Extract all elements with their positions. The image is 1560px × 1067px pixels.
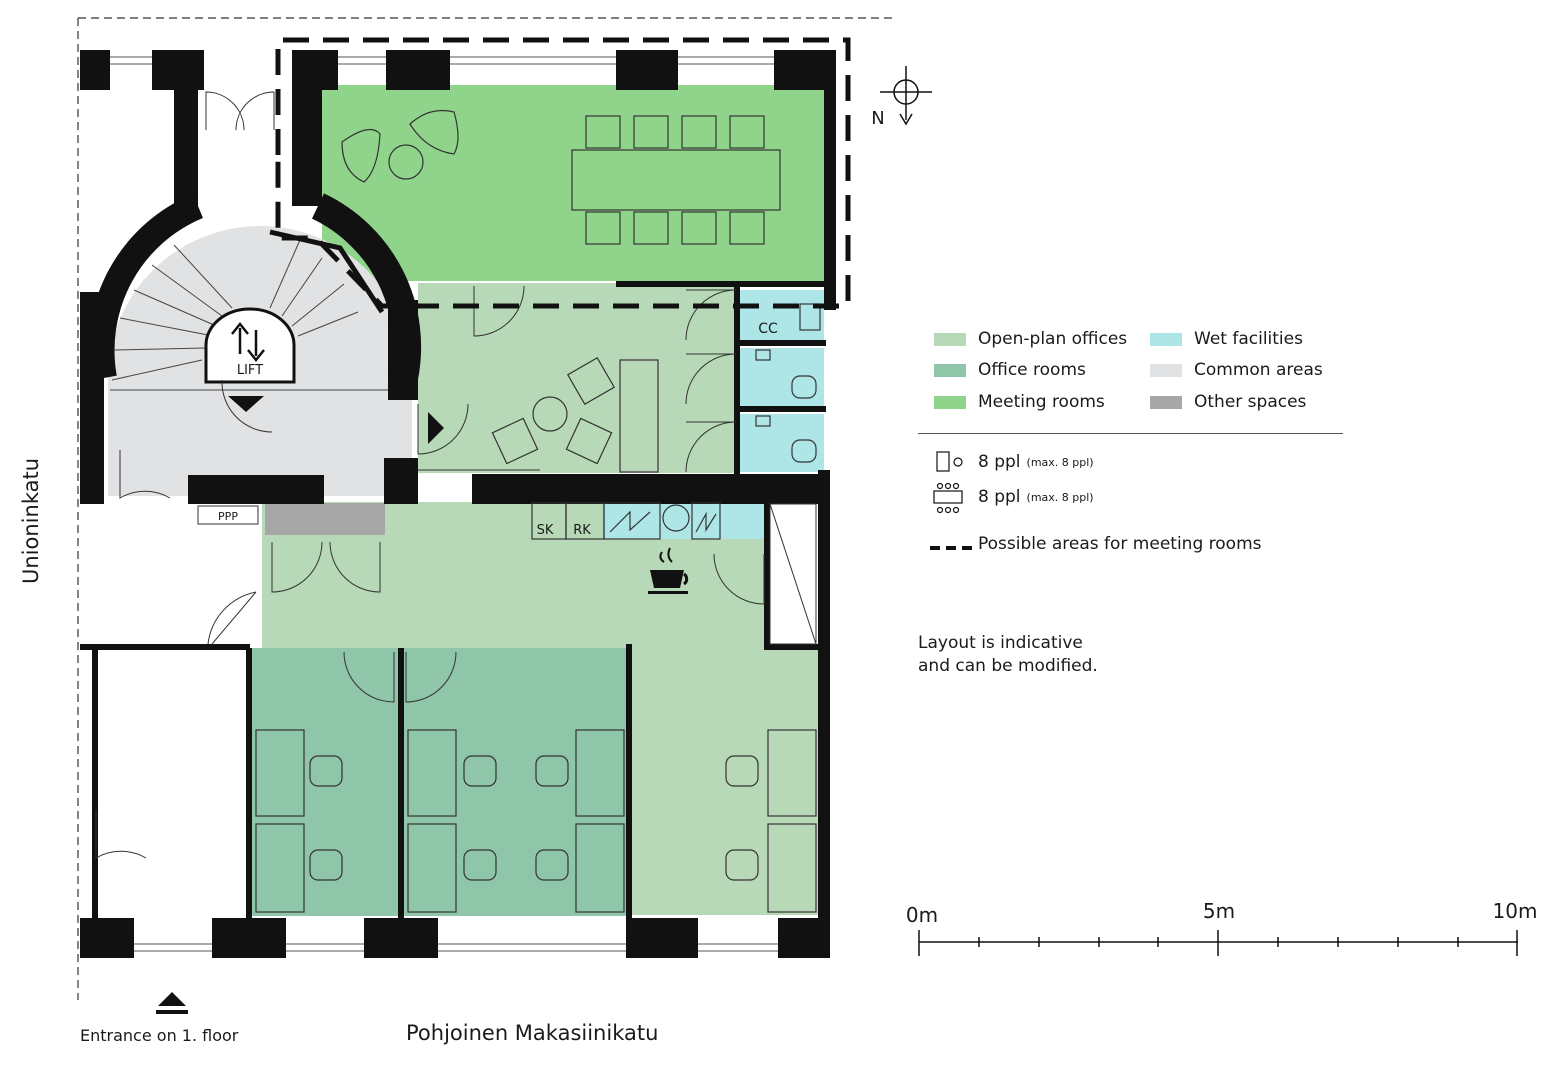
legend-swatch [934,363,966,377]
wc-1 [738,348,824,406]
legend-item-meeting: Meeting rooms [934,391,1105,413]
open-plan-area-upper [418,283,736,473]
capacity-text: 8 ppl [978,487,1021,507]
scale-bar [918,930,1518,956]
note-line-1: Layout is indicative [918,633,1083,653]
meeting-room-area [322,85,825,281]
desks [255,729,817,913]
legend-label: Wet facilities [1194,329,1303,349]
cc-room [738,290,824,340]
possible-meeting-area-outline [275,37,851,309]
wc-fixtures [755,303,821,463]
office-room-1 [252,648,398,916]
legend-divider [918,433,1343,434]
office-chairs [309,755,759,881]
cc-label: CC [758,321,778,337]
sk-label: SK [537,523,554,538]
capacity-icon-2 [933,482,963,514]
capacity-row-1: 8 ppl (max. 8 ppl) [978,452,1094,472]
legend-label: Common areas [1194,360,1323,380]
rk-label: RK [573,523,591,538]
stair-wall-left-arch [88,193,204,381]
entrance-arrow-icon [158,992,186,1006]
ppp-box [197,505,259,525]
entrance-bar-icon [156,1010,188,1014]
note-line-2: and can be modified. [918,656,1098,676]
capacity-icon-1 [936,451,950,472]
legend-item-wet: Wet facilities [1150,328,1303,350]
capacity-sub: (max. 8 ppl) [1026,455,1094,469]
meeting-areas-row: Possible areas for meeting rooms [978,534,1261,554]
stair-wall-right-arch [311,193,422,381]
spiral-stair [110,239,388,391]
coffee-cup-icon [648,547,689,594]
capacity-text: 8 ppl [978,452,1021,472]
scale-label-10: 10m [1493,899,1538,923]
legend-swatch [1150,332,1182,346]
kitchen-fixtures [531,502,721,540]
wc-2 [738,414,824,472]
entry-arrow-icon [428,412,444,444]
legend-swatch [1150,395,1182,409]
lift-label: LIFT [237,363,263,378]
entrance-label: Entrance on 1. floor [80,1026,239,1045]
walls [80,50,836,958]
open-plan-area-lower [262,502,818,915]
capacity-row-2: 8 ppl (max. 8 ppl) [978,487,1094,507]
kitchenette [604,503,764,539]
street-left-label: Unioninkatu [19,458,43,584]
street-bottom-label: Pohjoinen Makasiinikatu [406,1021,659,1045]
lift-shaft [204,307,296,384]
legend-item-office-rooms: Office rooms [934,359,1086,381]
doors [95,91,817,859]
stair-down-arrow-icon [228,396,264,412]
scale-label-5: 5m [1203,899,1235,923]
legend-swatch [1150,363,1182,377]
legend-label: Meeting rooms [978,392,1105,412]
legend-item-other: Other spaces [1150,391,1306,413]
legend-swatch [934,332,966,346]
legend-label: Office rooms [978,360,1086,380]
ppp-label: PPP [218,510,238,523]
scale-label-0: 0m [906,903,938,927]
capacity-sub: (max. 8 ppl) [1026,490,1094,504]
lift-arrows-icon [231,321,265,363]
meeting-areas-text: Possible areas for meeting rooms [978,534,1262,554]
layout-note: Layout is indicative and can be modified… [918,632,1098,678]
legend-label: Other spaces [1194,392,1307,412]
meeting-furniture [341,109,781,245]
legend-item-common: Common areas [1150,359,1323,381]
office-room-2 [403,648,628,916]
legend-item-open-plan: Open-plan offices [934,328,1127,350]
compass-label: N [871,108,884,129]
north-compass-icon [880,66,932,126]
windows [110,56,778,952]
other-space [265,503,385,535]
legend-swatch [934,395,966,409]
lounge-furniture [491,356,659,473]
legend-label: Open-plan offices [978,329,1128,349]
capacity-icon-1-seat [953,457,963,467]
